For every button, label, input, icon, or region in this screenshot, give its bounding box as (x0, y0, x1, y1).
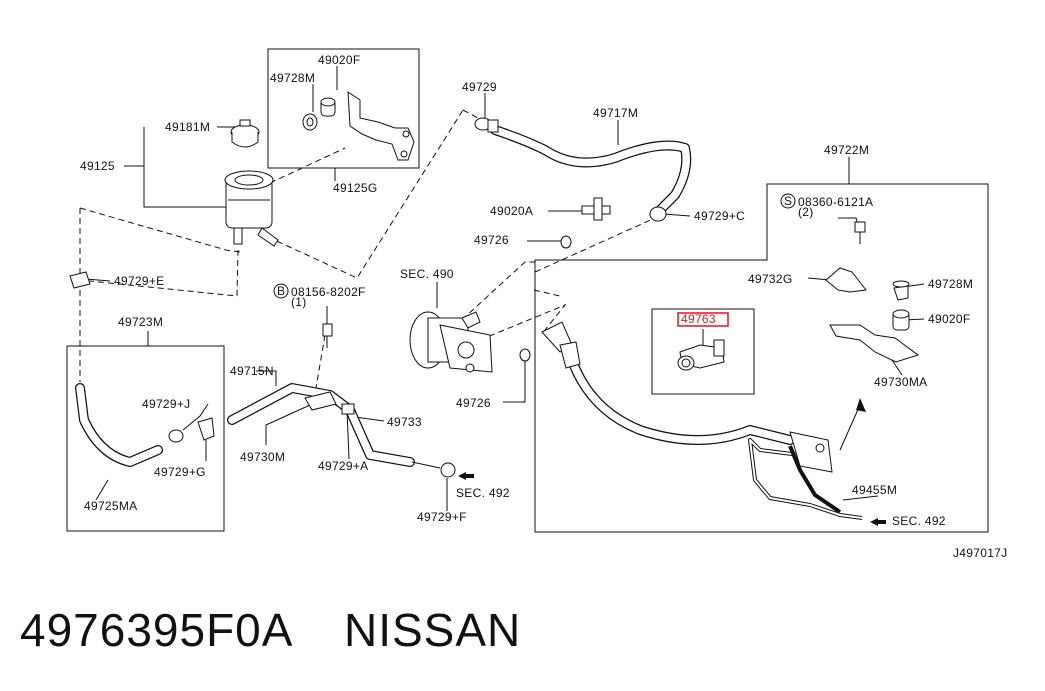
bracket-49730m (304, 391, 337, 411)
bracket-49732g (825, 267, 867, 293)
label-49020f-right: 49020F (928, 312, 971, 326)
clamp-49729 (474, 117, 499, 133)
washer-49726-bottom (519, 348, 531, 362)
label-49181m: 49181M (165, 120, 210, 134)
high-pressure-assembly-box (534, 183, 989, 533)
clamp-49729j (168, 429, 184, 443)
pipe-49455m (748, 438, 863, 520)
label-49723m: 49723M (118, 315, 163, 329)
label-49728m-right: 49728M (928, 277, 973, 291)
pressure-switch-detail-box (651, 308, 755, 395)
label-49020f-top: 49020F (318, 53, 361, 67)
svg-text:B: B (277, 284, 285, 298)
grommet-49020f-right (892, 309, 910, 331)
label-08156-qty: (1) (291, 295, 307, 309)
highlight-frame-49763 (677, 312, 729, 327)
label-49730ma: 49730MA (874, 375, 927, 389)
grommet-49728m (302, 113, 318, 131)
label-49728m-top: 49728M (270, 71, 315, 85)
label-49729c: 49729+C (694, 209, 745, 223)
svg-text:S: S (784, 194, 792, 208)
label-49726-top: 49726 (474, 233, 509, 247)
bolt-08156 (322, 323, 333, 348)
clamp-49729g (197, 417, 215, 441)
bracket-49730ma (829, 324, 920, 363)
grommet-49728m-right (892, 280, 910, 301)
return-pipe-49715n (227, 383, 415, 467)
label-49730m: 49730M (240, 450, 285, 464)
label-49725ma: 49725MA (84, 499, 137, 513)
label-49726-bottom: 49726 (456, 396, 491, 410)
hose-49725ma (75, 383, 163, 467)
pressure-hose-49722m (541, 321, 795, 445)
pressure-switch-49763 (677, 339, 725, 371)
bracket-detail-box (267, 48, 420, 169)
hose-49717m (490, 125, 692, 215)
diagram-code: J497017J (953, 546, 1007, 560)
grommet-49020f (320, 97, 336, 117)
hose-detail-box (66, 345, 225, 532)
clamp-49729e (69, 271, 91, 289)
part-labels: 49020F 49728M 49181M 49125 49125G 49729 … (80, 53, 1007, 560)
reservoir-tank (224, 170, 279, 247)
arrow-sec492-right (870, 518, 886, 526)
clamp-49729f (411, 461, 456, 478)
label-49733: 49733 (387, 415, 422, 429)
label-49722m: 49722M (824, 143, 869, 157)
power-steering-pump (409, 311, 493, 373)
marker-s-08360: S (780, 193, 796, 209)
label-49729f: 49729+F (417, 510, 467, 524)
label-08360: 08360-6121A (798, 195, 873, 209)
label-49125: 49125 (80, 159, 115, 173)
marker-b-08156: B (273, 283, 289, 299)
label-49125g: 49125G (333, 181, 378, 195)
label-sec492-right: SEC. 492 (892, 514, 946, 528)
label-49732g: 49732G (748, 272, 793, 286)
label-49717m: 49717M (593, 106, 638, 120)
washer-49726-top (560, 235, 572, 249)
valve-block (789, 431, 833, 473)
label-49729a: 49729+A (318, 459, 368, 473)
label-49455m: 49455M (852, 483, 897, 497)
label-49729j: 49729+J (142, 397, 190, 411)
label-49020a: 49020A (490, 204, 533, 218)
dashed-reference-lines (79, 109, 656, 401)
caption-part-number: 4976395F0A (20, 604, 293, 656)
arrow-sec492-left (458, 472, 474, 480)
label-49763: 49763 (681, 312, 716, 326)
label-sec492-left: SEC. 492 (456, 486, 510, 500)
label-sec490: SEC. 490 (400, 267, 454, 281)
label-08156: 08156-8202F (291, 285, 366, 299)
clamp-49729c (649, 206, 667, 222)
bolt-08360 (854, 221, 866, 244)
reservoir-bracket (347, 91, 415, 161)
label-08360-qty: (2) (798, 205, 814, 219)
clip-49733 (341, 403, 355, 415)
bolt-49020a (581, 197, 611, 221)
label-49729e: 49729+E (114, 274, 164, 288)
label-49715n: 49715N (230, 364, 274, 378)
pointer-arrow (839, 398, 866, 451)
label-49729-top: 49729 (462, 80, 497, 94)
label-49729g: 49729+G (154, 465, 206, 479)
reservoir-cap (230, 119, 260, 148)
caption-brand: NISSAN (344, 604, 521, 656)
